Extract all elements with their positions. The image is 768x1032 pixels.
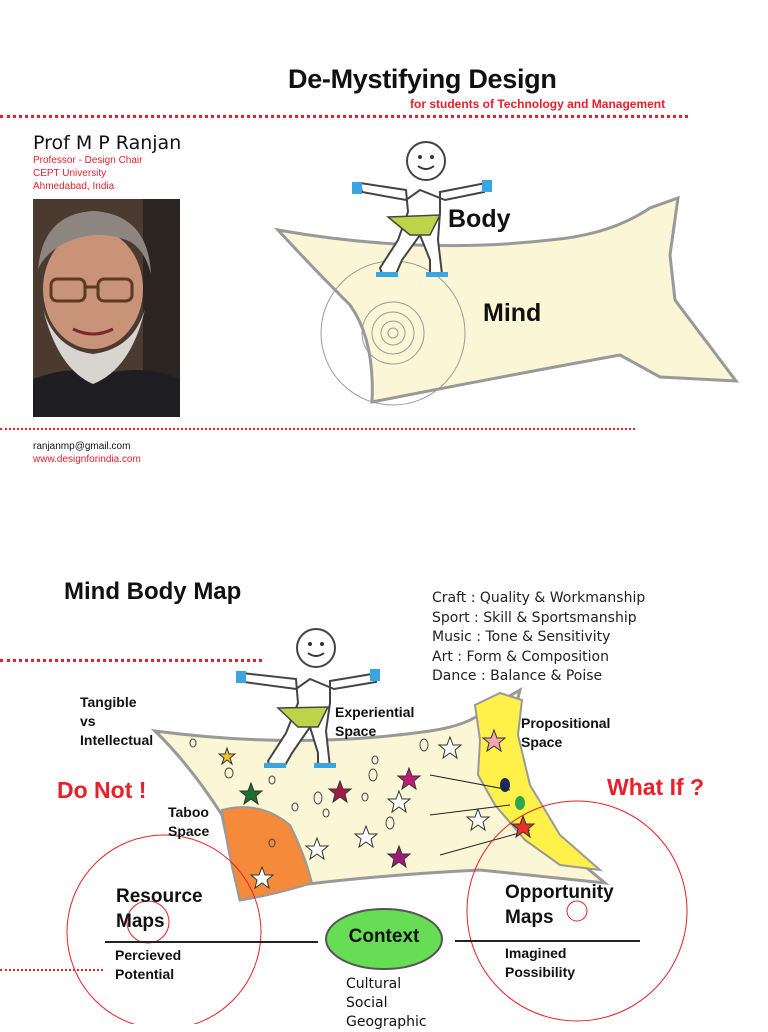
propositional-label: Propositional Space [521,715,611,750]
section-title: Mind Body Map [64,578,242,605]
opportunity-maps-label: Opportunity Maps [505,882,614,928]
what-if-label: What If ? [607,774,705,800]
perceived-potential-label: Percieved Potential [115,947,182,982]
skill-item: Craft : Quality & Workmanship [432,590,646,606]
page-subtitle: for students of Technology and Managemen… [410,97,666,111]
context-label: Context [348,926,420,947]
skill-item: Art : Form & Composition [432,648,609,665]
author-location: Ahmedabad, India [33,181,115,192]
contact-divider [0,428,635,430]
page-title: De-Mystifying Design [288,64,557,94]
experiential-label: Experiential Space [335,704,415,739]
context-items: Cultural Social Geographic [346,976,427,1030]
body-label: Body [448,205,511,233]
mind-label: Mind [483,299,542,327]
author-website[interactable]: www.designforindia.com [33,454,141,465]
skill-item: Music : Tone & Sensitivity [432,629,611,645]
author-email[interactable]: ranjanmp@gmail.com [33,441,131,452]
body-mind-diagram [273,141,740,406]
propositional-region [473,691,604,872]
stick-figure-icon [236,628,380,768]
mind-body-map-diagram [66,628,688,1024]
do-not-label: Do Not ! [57,777,147,803]
author-org: CEPT University [33,168,107,179]
author-name: Prof M P Ranjan [33,132,182,154]
resource-maps-label: Resource Maps [116,886,203,932]
author-photo [33,199,180,417]
resource-circle [66,834,262,1024]
section-divider [0,659,262,662]
taboo-label: Taboo Space [168,804,210,839]
tangible-label: Tangible vs Intellectual [80,694,154,748]
skill-item: Sport : Skill & Sportsmanship [432,609,637,626]
skill-item: Dance : Balance & Poise [432,668,603,684]
opportunity-circle [466,800,688,1022]
taboo-region [220,806,314,902]
header-divider [0,115,688,118]
context-ellipse [325,908,443,970]
stick-figure-icon [352,141,492,277]
skills-list: Craft : Quality & Workmanship Sport : Sk… [432,589,645,687]
imagined-possibility-label: Imagined Possibility [505,945,576,980]
author-role: Professor - Design Chair [33,155,143,166]
map-divider [0,969,103,971]
